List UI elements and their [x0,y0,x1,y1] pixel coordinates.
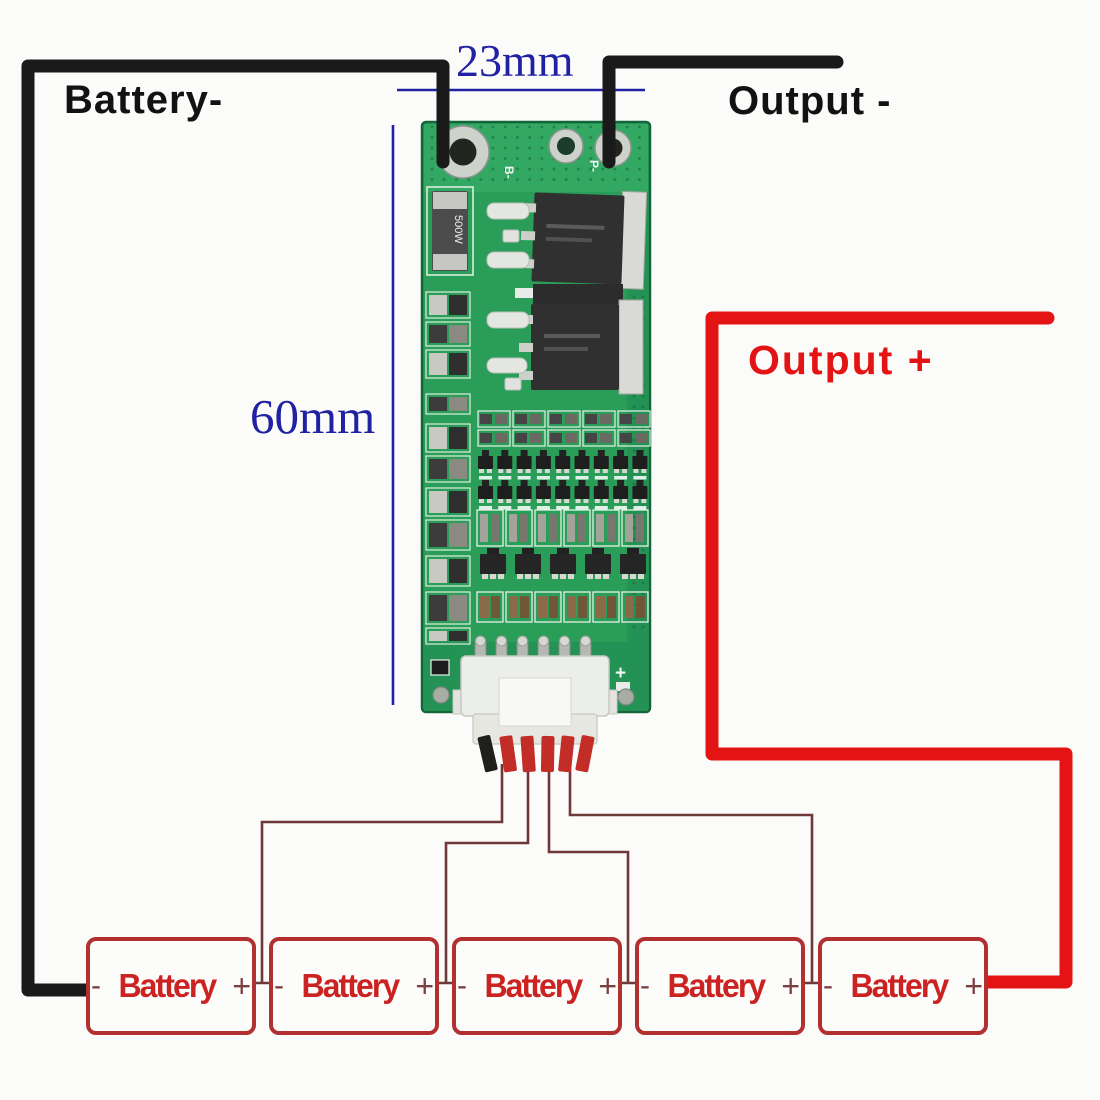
stub-black [477,734,498,773]
shunt-cap-bottom [433,254,467,270]
battery-5-minus-terminal: - [823,969,833,1002]
smd-diodes [486,202,530,391]
mosfet-2-body [531,304,619,390]
battery-1-label: Battery [118,967,217,1004]
shunt-body [432,191,468,271]
stub-red-1 [499,735,517,773]
battery-minus-label: Battery- [64,78,224,122]
mosfet-1-marking [546,223,605,230]
mosfet-1 [519,190,648,290]
shunt-silkscreen [426,186,474,276]
battery-2-label: Battery [301,967,400,1004]
battery-3-label: Battery [484,967,583,1004]
round-pad-left [432,686,450,704]
balance-wire-4 [568,768,814,983]
output-minus-wire [602,55,844,169]
smd-pad [515,288,533,298]
battery-cell-2: - Battery + [269,937,439,1035]
mosfet-1-leg [520,230,536,241]
plus-pad [616,682,630,691]
battery-5-label: Battery [850,967,949,1004]
stub-red-3 [540,735,555,773]
pcb-bottom-marks: + [430,659,635,706]
balance-wires [260,764,814,983]
battery-3-minus-terminal: - [457,969,467,1002]
output-minus-label: Output - [728,79,892,123]
pad-label-b-minus: B- [502,166,516,179]
balance-wire-1 [260,764,504,983]
stub-red-4 [558,735,575,773]
mosfet-1-marking [545,236,592,243]
mosfet-2-leg [519,343,533,352]
mosfet-bridge [533,284,623,304]
balance-wire-2 [444,768,530,983]
battery-4-plus-terminal: + [781,968,800,1004]
connector-recess [498,677,572,727]
battery-cell-3: - Battery + [452,937,622,1035]
mosfet-2-tab [618,299,644,395]
battery-minus-wire [21,59,450,997]
round-pad-right [617,688,635,706]
battery-2-plus-terminal: + [415,968,434,1004]
battery-4-label: Battery [667,967,766,1004]
balance-connector [452,655,618,745]
mosfet-2-marking [544,334,600,338]
pcb-board: B- P- 500W [420,120,652,745]
output-plus-wire [705,311,1073,989]
pad-label-p-minus: P- [587,160,601,172]
battery-1-minus-terminal: - [91,969,101,1002]
battery-cell-5: - Battery + [818,937,988,1035]
hole-middle [557,137,575,155]
shunt-resistor: 500W [426,186,474,276]
battery-4-minus-terminal: - [640,969,650,1002]
stub-red-5 [575,735,595,773]
mosfet-2-leg [519,371,533,380]
shunt-label: 500W [452,215,464,244]
battery-cell-1: - Battery + [86,937,256,1035]
output-plus-label: Output + [748,337,934,383]
battery-5-plus-terminal: + [964,968,983,1004]
board-height-dimension: 60mm [250,389,376,444]
shunt-cap-top [433,192,467,209]
connector-wire-stubs [477,734,595,773]
balance-wire-3 [547,770,630,983]
battery-3-plus-terminal: + [598,968,617,1004]
pad-label-plus: + [615,663,626,684]
mosfet-1-body [531,192,625,285]
battery-1-plus-terminal: + [232,968,251,1004]
bottom-mark-square [430,659,450,676]
mosfet-2-marking [544,347,588,351]
hole-b-minus [449,138,477,166]
battery-2-minus-terminal: - [274,969,284,1002]
stub-red-2 [520,735,536,773]
mosfet-2 [519,299,644,395]
board-width-dimension: 23mm [456,35,574,86]
battery-cell-4: - Battery + [635,937,805,1035]
